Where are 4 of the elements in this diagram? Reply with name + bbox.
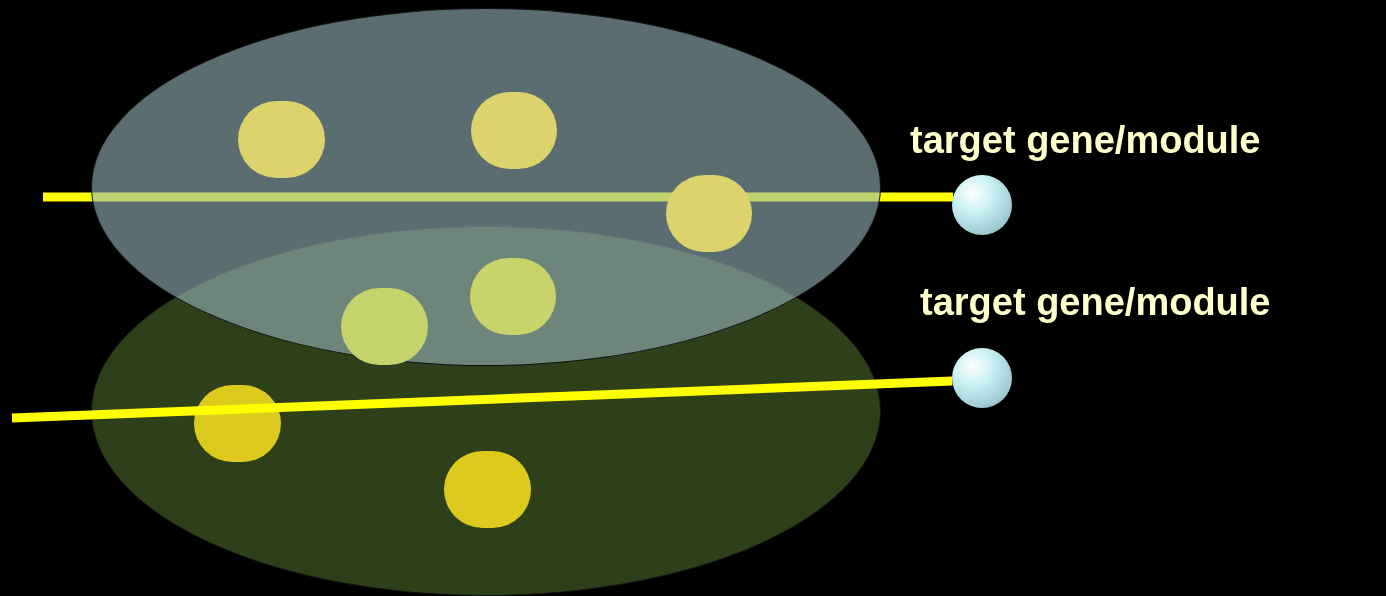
node-label: target gene/module bbox=[910, 118, 1261, 162]
line bbox=[43, 192, 954, 202]
line bbox=[11, 376, 953, 423]
node-label: target gene/module bbox=[920, 280, 1271, 324]
